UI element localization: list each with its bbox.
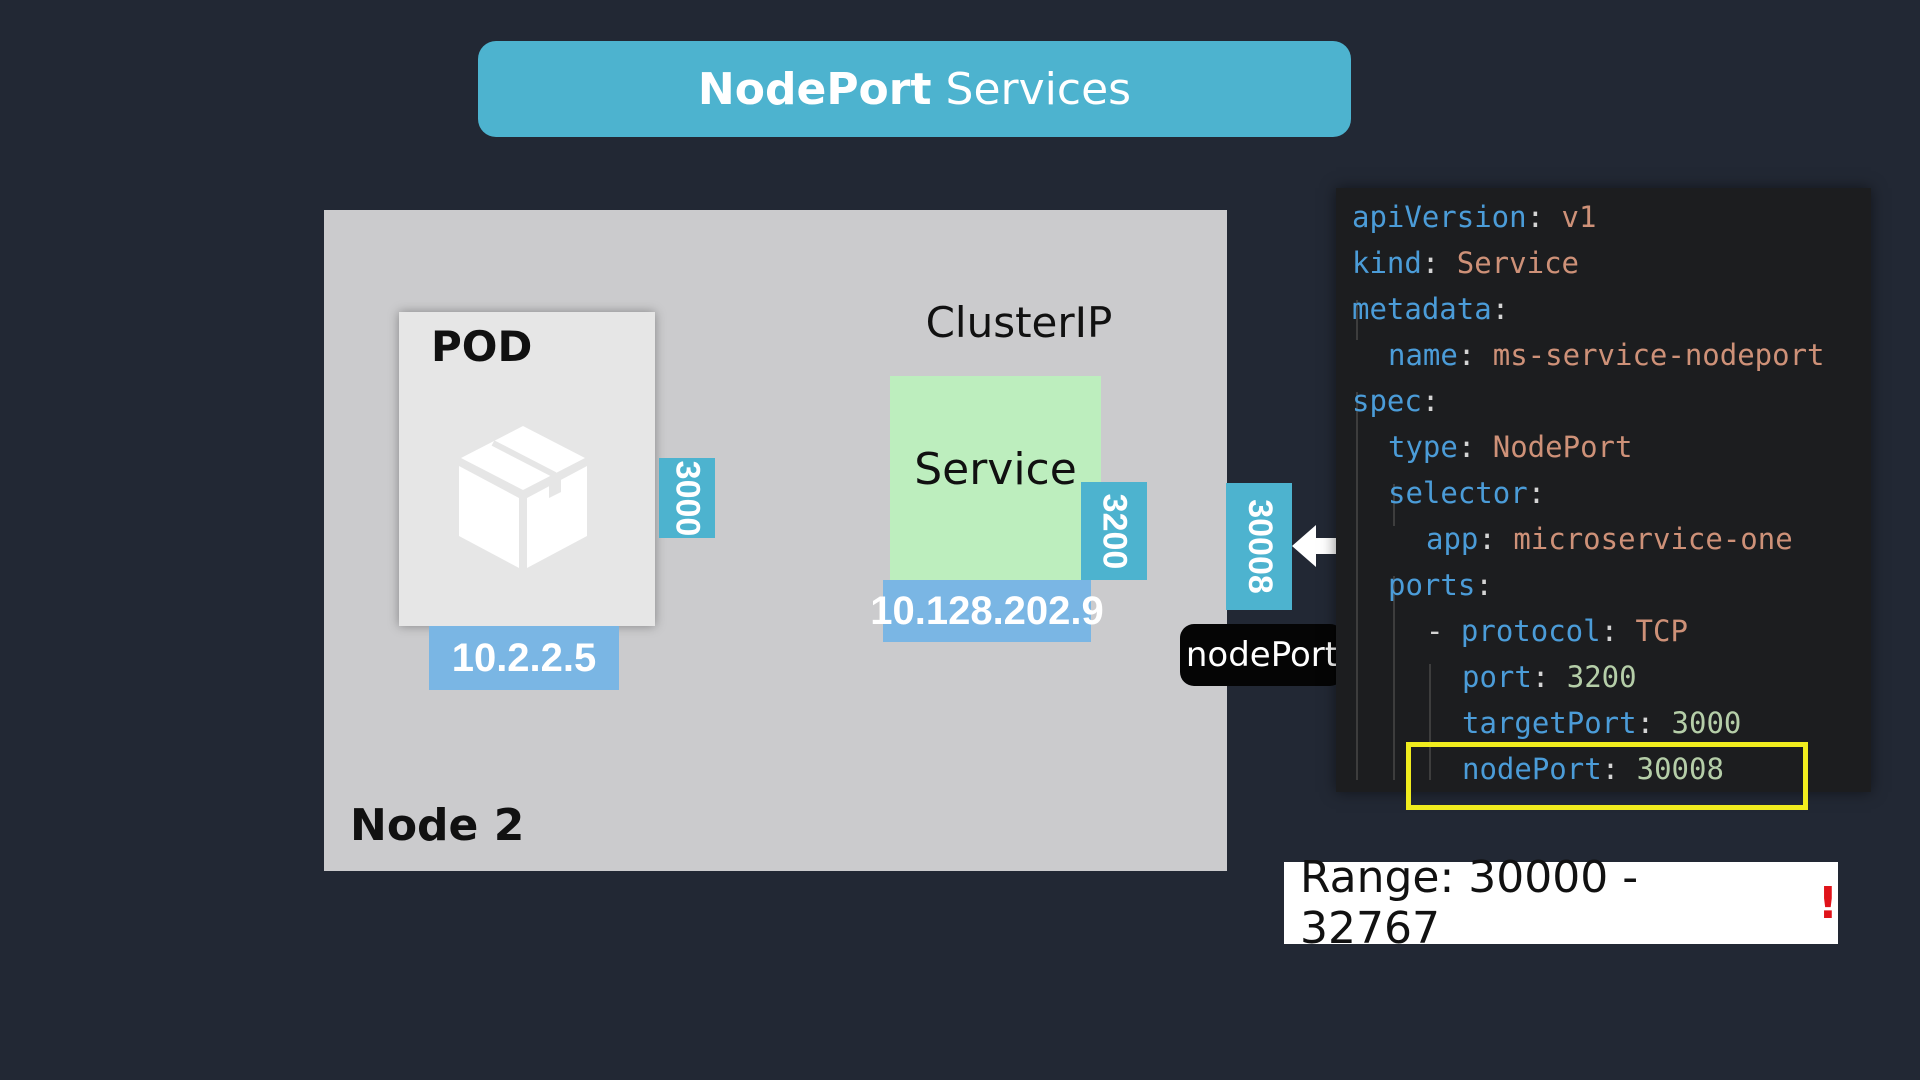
yaml-line-metadata: metadata: (1352, 292, 1510, 326)
yaml-name-value: ms-service-nodeport (1492, 338, 1825, 372)
pod-port-tag: 3000 (659, 458, 715, 538)
indent-guide (1393, 576, 1395, 780)
service-box: Service (890, 376, 1101, 580)
yaml-line-app: app: microservice-one (1426, 522, 1793, 556)
indent-guide (1356, 300, 1358, 340)
node-label: Node 2 (350, 800, 525, 851)
yaml-line-name: name: ms-service-nodeport (1388, 338, 1825, 372)
yaml-app-value: microservice-one (1513, 522, 1793, 556)
yaml-targetport-value: 3000 (1671, 706, 1742, 740)
yaml-apiversion-value: v1 (1561, 200, 1597, 234)
pod-port: 3000 (668, 460, 707, 536)
port-range-note: Range: 30000 - 32767 ! (1284, 852, 1838, 954)
indent-guide (1393, 484, 1395, 526)
exclamation-icon: ! (1817, 877, 1838, 929)
yaml-line-kind: kind: Service (1352, 246, 1579, 280)
indent-guide (1356, 392, 1358, 780)
service-port: 3200 (1095, 493, 1134, 569)
yaml-line-targetport: targetPort: 3000 (1462, 706, 1742, 740)
node-port: 30008 (1240, 499, 1279, 594)
yaml-type-value: NodePort (1492, 430, 1633, 464)
yaml-line-spec: spec: (1352, 384, 1440, 418)
cube-icon (459, 426, 587, 568)
title-rest: Services (945, 63, 1132, 115)
yaml-line-port: port: 3200 (1462, 660, 1637, 694)
yaml-nodeport-value: 30008 (1636, 752, 1724, 786)
yaml-kind-value: Service (1456, 246, 1579, 280)
pod-ip-tag: 10.2.2.5 (429, 626, 619, 690)
range-text: Range: 30000 - 32767 (1300, 852, 1639, 954)
service-ip-tag: 10.128.202.9 (870, 580, 1104, 642)
yaml-line-protocol: - protocol: TCP (1426, 614, 1688, 648)
yaml-line-ports: ports: (1388, 568, 1493, 602)
yaml-line-nodeport: nodePort: 30008 (1462, 752, 1724, 786)
slide-title: NodePort Services (478, 41, 1351, 137)
service-label: Service (914, 444, 1077, 495)
yaml-line-apiversion: apiVersion: v1 (1352, 200, 1597, 234)
yaml-port-value: 3200 (1566, 660, 1637, 694)
pod-box: POD (399, 312, 655, 626)
yaml-protocol-value: TCP (1635, 614, 1688, 648)
pod-label: POD (431, 322, 533, 371)
nodeport-highlight-box (1406, 742, 1808, 810)
yaml-line-type: type: NodePort (1388, 430, 1633, 464)
clusterip-label: ClusterIP (925, 298, 1113, 347)
nodeport-tooltip: nodePort (1180, 624, 1344, 686)
yaml-code-panel: apiVersion: v1 kind: Service metadata: n… (1336, 188, 1871, 792)
yaml-line-selector: selector: (1388, 476, 1546, 510)
service-port-tag: 3200 (1081, 482, 1147, 580)
indent-guide (1429, 664, 1431, 780)
node-box: POD 3000 10.2.2.5 ClusterIP Service 3200… (324, 210, 1227, 871)
title-bold: NodePort (697, 63, 932, 115)
node-port-tag: 30008 (1226, 483, 1292, 610)
arrow-left-icon (1292, 525, 1337, 567)
